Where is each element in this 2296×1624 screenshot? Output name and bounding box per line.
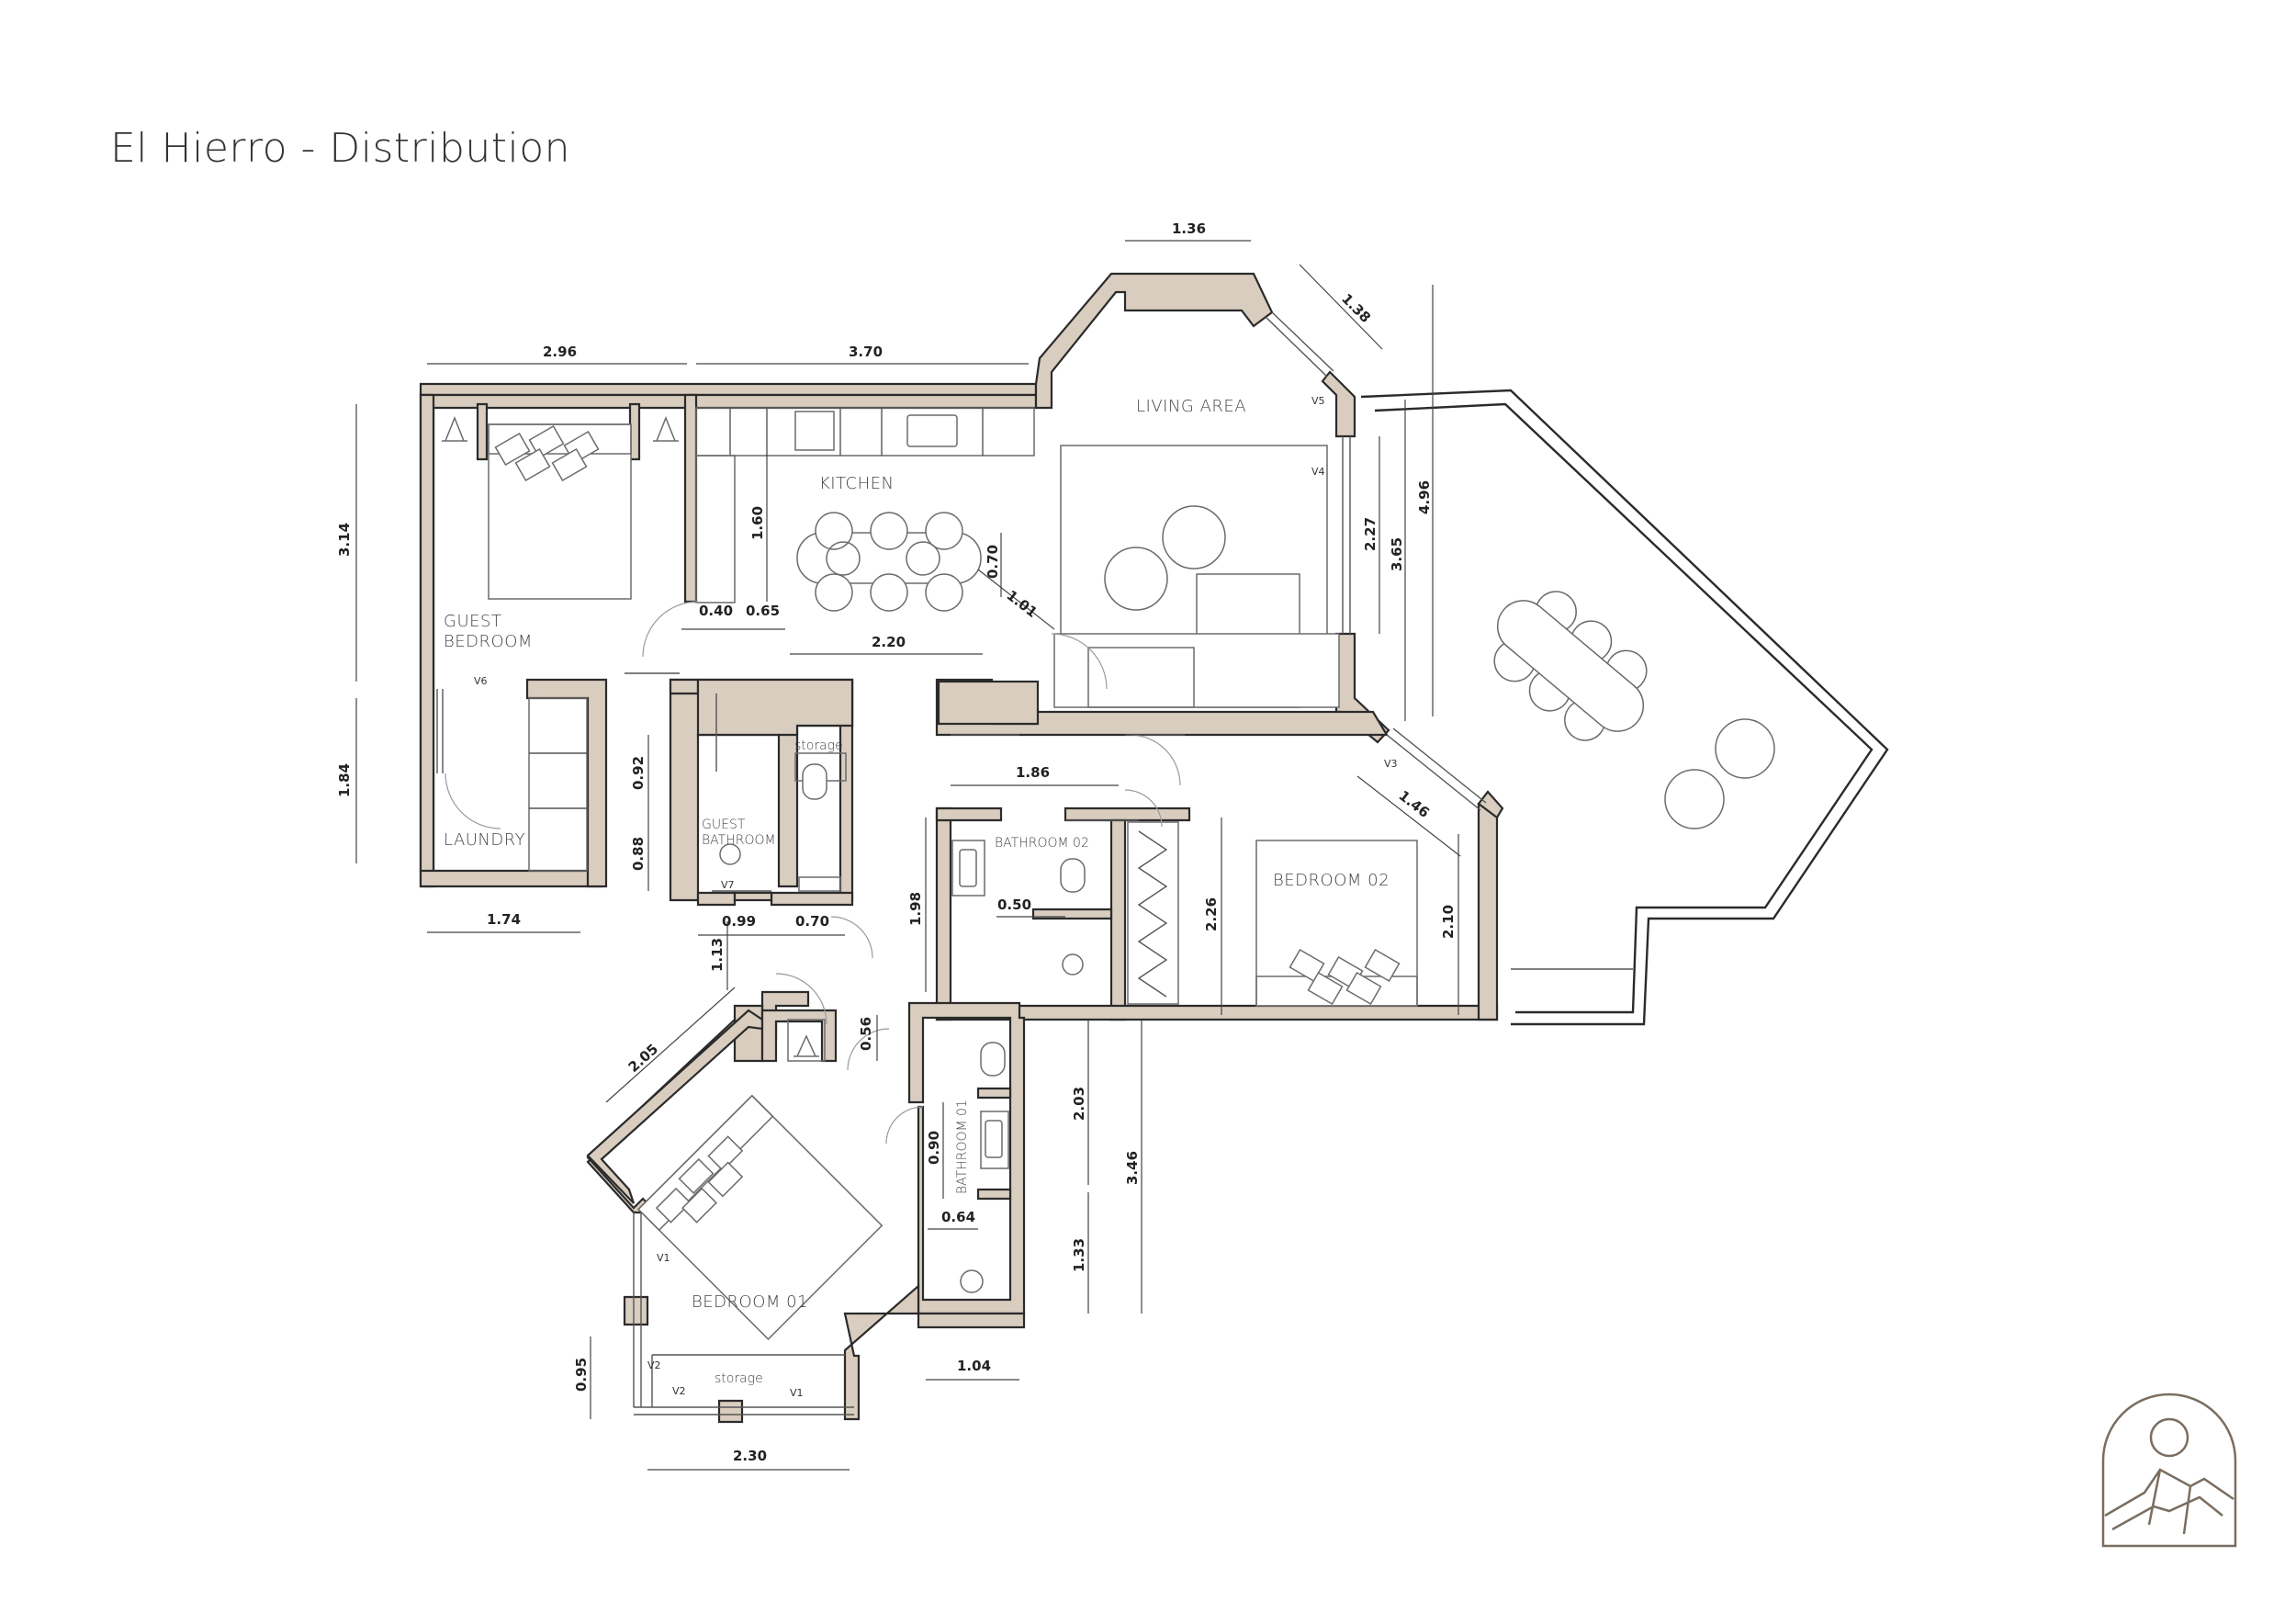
room-label-bedroom-01: BEDROOM 01 <box>692 1292 808 1312</box>
dimension-label: 4.96 <box>1416 480 1433 514</box>
dimension-label: 2.27 <box>1362 517 1379 551</box>
dimension-label: 2.26 <box>1203 897 1220 931</box>
dimension-label: 0.50 <box>997 897 1031 913</box>
dimension-label: 0.90 <box>926 1131 942 1165</box>
window-label: V4 <box>1311 466 1325 478</box>
dimension-label: 1.98 <box>907 892 924 926</box>
room-label-guest-bedroom-line: GUEST <box>444 612 501 631</box>
room-label-bathroom-01: BATHROOM 01 <box>955 1100 970 1194</box>
dimension-label: 1.38 <box>1338 290 1374 326</box>
room-labels: LIVING AREA KITCHEN GUEST BEDROOM LAUNDR… <box>444 397 1390 1386</box>
window-label: V7 <box>721 879 735 891</box>
window-labels: V1 V1 V2 V2 V3 V4 V5 V6 V7 <box>474 395 1398 1399</box>
room-label-kitchen: KITCHEN <box>819 474 895 493</box>
dimension-label: 0.92 <box>630 756 647 790</box>
furniture <box>442 415 1775 1340</box>
dimension-label: 0.64 <box>941 1209 975 1225</box>
doors <box>445 601 1185 1145</box>
dimension-label: 2.96 <box>543 344 577 360</box>
window-label: V2 <box>647 1359 661 1371</box>
window-label: V6 <box>474 675 488 687</box>
room-label-guest-bathroom: GUEST BATHROOM <box>702 818 776 848</box>
room-label-guest-bedroom: GUEST BEDROOM <box>444 612 533 651</box>
dimension-label: 0.65 <box>746 603 780 619</box>
room-label-storage-bedroom: storage <box>715 1371 763 1386</box>
dimension-label: 2.20 <box>872 634 906 650</box>
dimension-label: 0.70 <box>795 913 829 930</box>
room-label-storage-guest: storage <box>794 739 843 753</box>
dimension-label: 1.13 <box>709 938 726 972</box>
room-label-bathroom-02: BATHROOM 02 <box>995 836 1089 851</box>
dimension-label: 0.88 <box>630 837 647 871</box>
room-label-living-area: LIVING AREA <box>1136 397 1246 416</box>
dimension-label: 1.01 <box>1004 587 1041 621</box>
dimension-label: 0.56 <box>858 1017 874 1051</box>
dimension-label: 1.74 <box>487 911 521 928</box>
room-label-laundry: LAUNDRY <box>444 830 525 850</box>
dimension-label: 2.10 <box>1440 905 1457 939</box>
dimension-label: 1.36 <box>1172 220 1206 237</box>
sun-over-mountains-arch-logo <box>2101 1393 2237 1548</box>
room-label-guest-bathroom-line: GUEST <box>702 818 746 832</box>
dimension-label: 3.70 <box>849 344 883 360</box>
terrace <box>1360 389 1889 1026</box>
dimension-label: 0.95 <box>573 1358 590 1392</box>
window-label: V1 <box>657 1252 670 1264</box>
window-label: V1 <box>790 1387 804 1399</box>
dimension-label: 3.14 <box>336 523 353 557</box>
dimension-label: 3.65 <box>1389 537 1405 571</box>
dimension-label: 1.04 <box>957 1358 991 1374</box>
dimension-label: 0.40 <box>699 603 733 619</box>
dimension-label: 1.86 <box>1016 764 1050 781</box>
room-label-bedroom-02: BEDROOM 02 <box>1273 871 1390 890</box>
room-label-guest-bedroom-line: BEDROOM <box>444 632 533 651</box>
page-title: El Hierro - Distribution <box>110 125 571 172</box>
dimension-label: 3.46 <box>1124 1151 1141 1185</box>
dimension-label: 2.03 <box>1071 1087 1087 1121</box>
window-label: V5 <box>1311 395 1325 407</box>
dimension-lines <box>355 240 1461 1471</box>
dimension-label: 1.46 <box>1396 787 1433 821</box>
room-label-guest-bathroom-line: BATHROOM <box>702 833 776 848</box>
dimension-label: 1.84 <box>336 763 353 797</box>
dimension-label: 1.33 <box>1071 1238 1087 1272</box>
dimension-label: 0.99 <box>722 913 756 930</box>
dimension-label: 1.60 <box>749 506 766 540</box>
dimension-label: 2.30 <box>733 1448 767 1464</box>
window-label: V3 <box>1384 758 1398 770</box>
dimension-label: 0.70 <box>985 545 1001 579</box>
window-label: V2 <box>672 1385 686 1397</box>
